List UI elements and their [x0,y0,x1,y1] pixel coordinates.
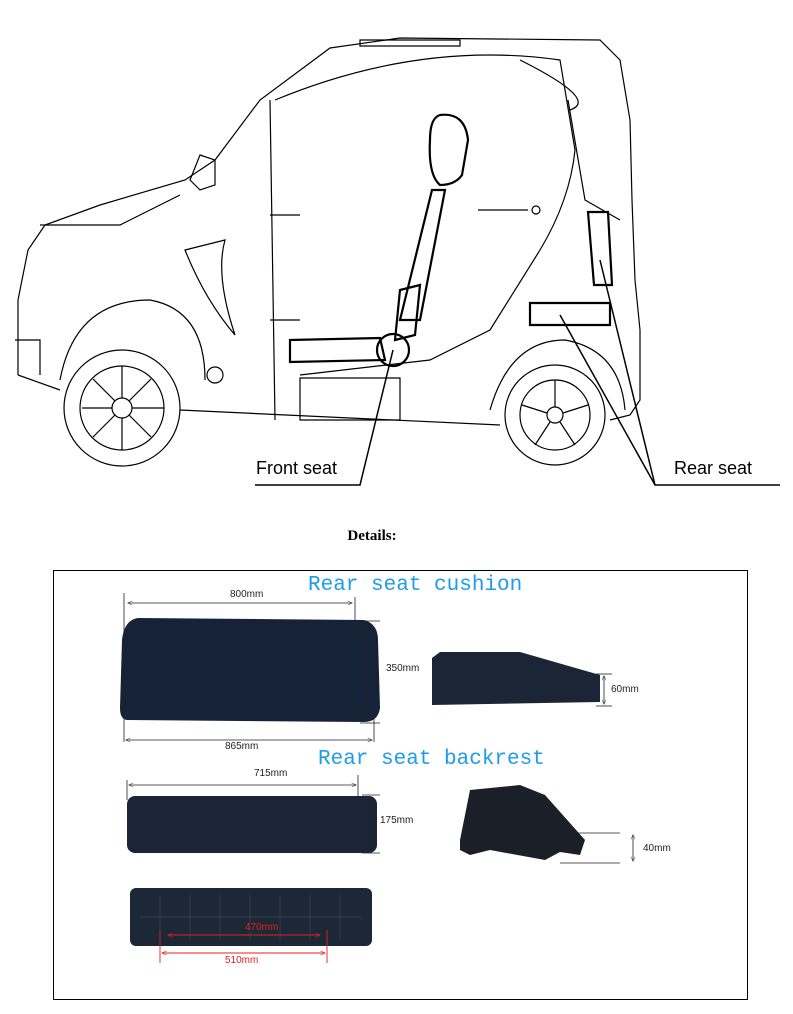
vehicle-side-view-drawing [15,37,780,486]
details-heading: Details: [347,528,397,544]
backrest-outer-mount: 510mm [225,955,259,966]
details-panel [53,570,748,1000]
cushion-bottom-width: 865mm [225,741,259,752]
rear-wheel [504,364,606,466]
car-body-outline [15,37,641,426]
cushion-thickness: 60mm [611,684,639,695]
front-seat-drawing [288,113,470,421]
backrest-height: 175mm [380,815,414,826]
backrest-title: Rear seat backrest [318,748,545,771]
front-seat-label: Front seat [256,458,338,478]
backrest-side-photo [460,785,585,860]
rear-seat-drawing [528,210,614,327]
front-wheel [63,349,181,467]
backrest-thickness: 40mm [643,843,671,854]
cushion-title: Rear seat cushion [308,574,523,597]
cushion-depth: 350mm [386,663,420,674]
callout-lines [255,259,780,486]
cushion-top-photo [120,618,380,722]
backrest-width: 715mm [254,768,288,779]
cushion-side-photo [432,652,600,705]
backrest-front-photo [127,796,377,853]
rear-seat-label: Rear seat [674,458,753,478]
backrest-inner-mount: 470mm [245,922,279,933]
cushion-top-width: 800mm [230,589,264,600]
